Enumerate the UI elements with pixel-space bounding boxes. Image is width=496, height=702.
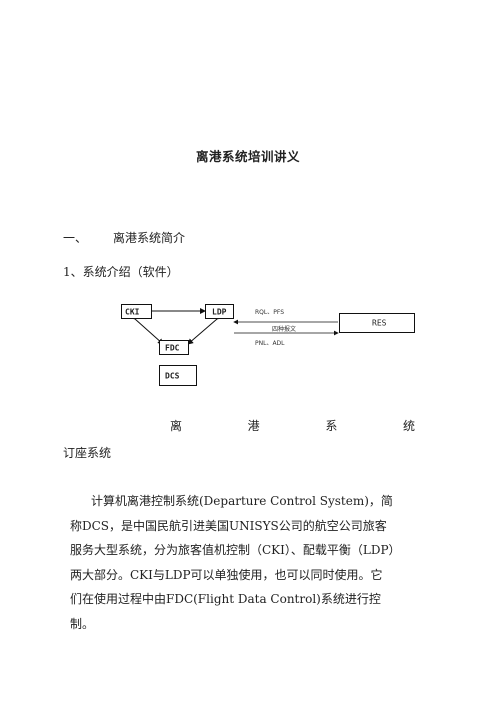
ldp-fdc-arrow bbox=[187, 313, 223, 345]
spread-caption: 离 港 系 统 bbox=[170, 417, 415, 437]
intro-paragraph: 计算机离港控制系统(Departure Control System)，简 称D… bbox=[63, 489, 413, 636]
subsection-heading: 1、系统介绍（软件） bbox=[63, 265, 179, 279]
spread-char: 港 bbox=[247, 419, 260, 433]
paragraph-line: 计算机离港控制系统(Departure Control System)，简 bbox=[91, 494, 393, 508]
paragraph-line: 们在使用过程中由FDC(Flight Data Control)系统进行控 bbox=[70, 592, 381, 606]
paragraph-line: 制。 bbox=[70, 616, 95, 631]
spread-char: 统 bbox=[402, 419, 415, 433]
fdc-box: FDC bbox=[159, 340, 189, 355]
spread-char: 离 bbox=[170, 419, 183, 433]
cki-label: CKI bbox=[125, 307, 140, 316]
paragraph-line: 称DCS，是中国民航引进美国UNISYS公司的航空公司旅客 bbox=[70, 518, 387, 533]
paragraph-line: 两大部分。CKI与LDP可以单独使用，也可以同时使用。它 bbox=[70, 567, 383, 582]
res-box: RES bbox=[339, 313, 415, 333]
message-bottom: PNL、ADL bbox=[255, 340, 285, 347]
cki-fdc-arrow bbox=[129, 313, 164, 345]
dcs-label: DCS bbox=[165, 371, 180, 380]
message-middle: 四种报文 bbox=[272, 326, 297, 333]
dcs-box: DCS bbox=[159, 365, 197, 386]
fdc-label: FDC bbox=[165, 343, 180, 352]
ldp-box: LDP bbox=[205, 304, 234, 319]
spread-char: 系 bbox=[325, 419, 338, 433]
cki-box: CKI bbox=[121, 304, 152, 319]
paragraph-line: 服务大型系统，分为旅客值机控制（CKI）、配载平衡（LDP） bbox=[70, 543, 401, 557]
section-number: 一、 bbox=[63, 231, 88, 245]
section-label: 离港系统简介 bbox=[113, 231, 186, 245]
message-top: RQL、PFS bbox=[255, 309, 285, 316]
section-heading: 一、 离港系统简介 bbox=[63, 229, 185, 246]
caption-reservation-system: 订座系统 bbox=[63, 446, 112, 460]
document-title: 离港系统培训讲义 bbox=[195, 149, 300, 164]
ldp-label: LDP bbox=[212, 307, 227, 316]
res-label: RES bbox=[372, 318, 387, 328]
